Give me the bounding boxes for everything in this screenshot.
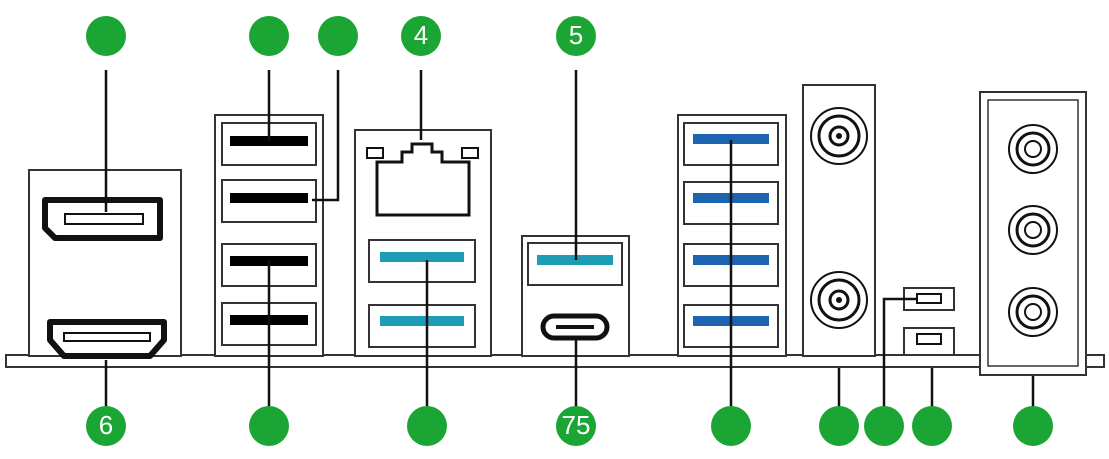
- antenna-icon: [810, 271, 868, 329]
- hdmi-icon: [47, 319, 167, 359]
- ethernet-icon: [366, 142, 479, 217]
- button-icon: [903, 287, 955, 311]
- top-callouts: 4 5: [86, 16, 596, 56]
- usb-a-icon: [368, 239, 476, 283]
- callout-badge: [86, 16, 126, 56]
- usb-a-icon: [368, 304, 476, 348]
- audio-jack-icon: [1008, 124, 1058, 174]
- leader-line: [312, 70, 340, 202]
- leader-lines: [104, 70, 1035, 413]
- button-icon: [903, 327, 955, 356]
- callout-badge: [864, 406, 904, 446]
- audio-jack-block: [979, 91, 1087, 376]
- svg-text:6: 6: [99, 410, 113, 440]
- callout-badge: 75: [556, 406, 596, 446]
- callout-badge: [711, 406, 751, 446]
- displayport-icon: [42, 197, 163, 241]
- audio-jack-icon: [1008, 205, 1058, 255]
- callout-badge: [249, 406, 289, 446]
- callout-badge: [318, 16, 358, 56]
- callout-badge: [249, 16, 289, 56]
- audio-jack-icon: [1008, 287, 1058, 337]
- callout-badge: [407, 406, 447, 446]
- usb-c-icon: [540, 313, 610, 341]
- wifi-antenna-pair: [802, 84, 876, 357]
- usb-a-icon: [221, 179, 317, 223]
- callout-badge: 5: [556, 16, 596, 56]
- bottom-callouts: 6 75: [86, 406, 1053, 446]
- button-pair: [903, 287, 955, 356]
- callout-badge: [819, 406, 859, 446]
- callout-badge: 4: [401, 16, 441, 56]
- callout-badge: [1013, 406, 1053, 446]
- lan-usb3-block: [354, 129, 492, 357]
- antenna-icon: [810, 107, 868, 165]
- leader-line: [882, 297, 917, 413]
- svg-text:4: 4: [414, 20, 428, 50]
- svg-text:5: 5: [569, 20, 583, 50]
- callout-badge: 6: [86, 406, 126, 446]
- svg-text:75: 75: [562, 410, 591, 440]
- callout-badge: [912, 406, 952, 446]
